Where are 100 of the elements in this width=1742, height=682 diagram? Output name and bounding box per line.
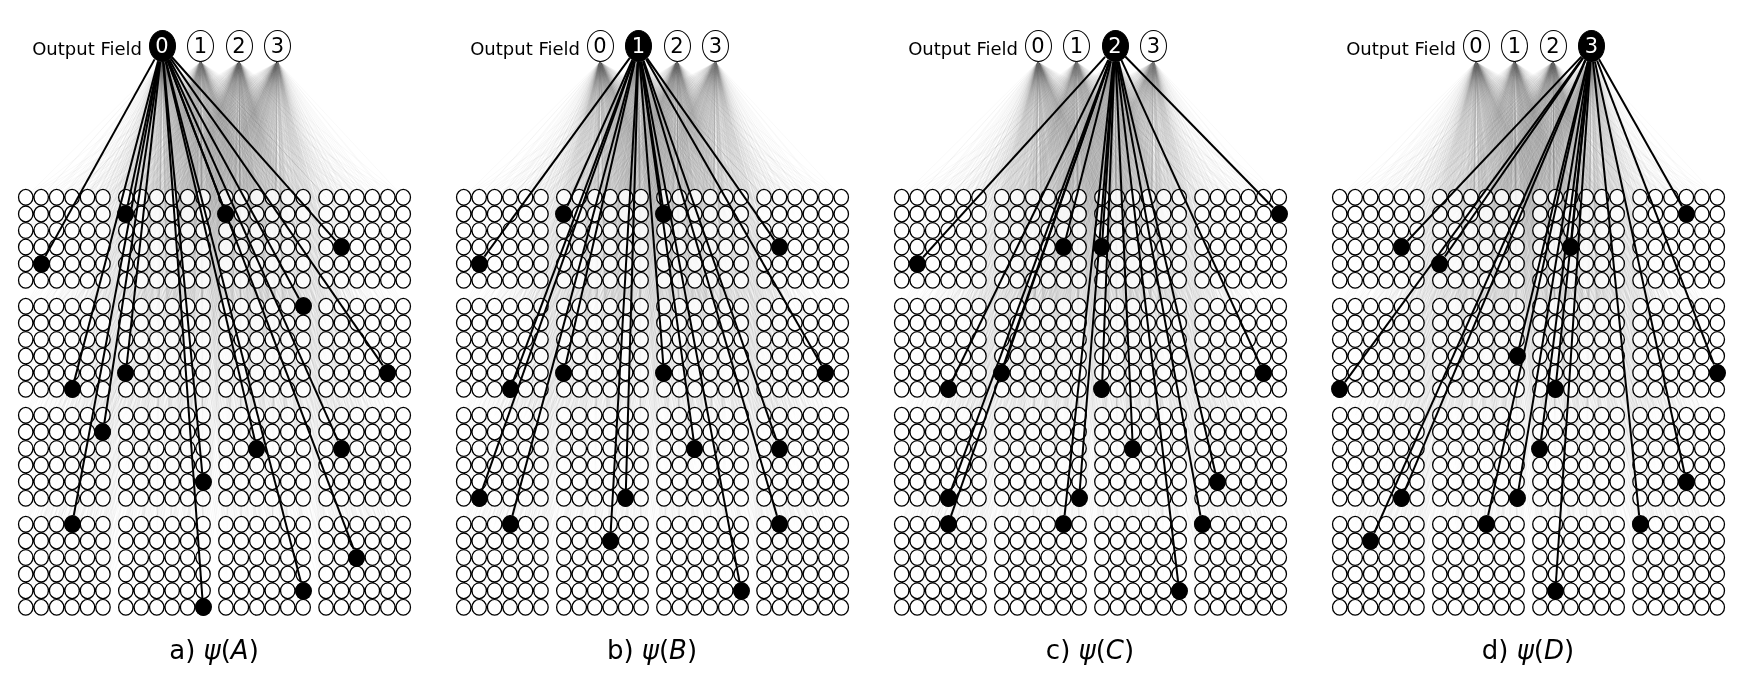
output-neuron: 1 (1501, 30, 1528, 62)
connection-line (640, 60, 741, 583)
connection-line (609, 60, 639, 533)
panel-caption: c) ψ(C) (1045, 635, 1135, 665)
connection-line (1078, 60, 1115, 491)
connection-line (638, 60, 665, 365)
active-neuron-dot (1393, 238, 1410, 257)
active-neuron-dot (601, 531, 619, 550)
connection-line (483, 57, 631, 258)
connection-line (125, 60, 162, 365)
connection-line (1596, 59, 1716, 366)
output-neuron: 3 (1578, 30, 1605, 62)
active-neuron-dot (732, 581, 750, 600)
connection-line (1443, 57, 1584, 258)
connection-line (170, 56, 337, 242)
active-neuron-dot (939, 380, 957, 399)
active-neuron-dot (1708, 363, 1726, 382)
connection-line (564, 60, 636, 365)
connection-line (646, 57, 776, 241)
connection-line (566, 59, 634, 207)
connection-line (1064, 60, 1113, 240)
output-neuron: 3 (264, 30, 291, 62)
connection-line (950, 58, 1110, 383)
connection-line (168, 58, 300, 300)
output-neuron: 1 (1063, 30, 1090, 62)
output-neuron: 0 (1462, 30, 1490, 62)
connection-line (167, 59, 339, 442)
active-neuron-dot (1393, 489, 1410, 508)
active-neuron-dot (1531, 439, 1549, 458)
active-neuron-dot (1631, 515, 1649, 534)
active-neuron-dot (1477, 515, 1495, 534)
output-neuron: 2 (1539, 30, 1567, 62)
active-neuron-dot (332, 238, 350, 257)
connection-line (166, 59, 355, 551)
output-neuron: 1 (187, 30, 214, 62)
active-neuron-dot (1124, 439, 1142, 458)
active-neuron-dot (63, 380, 81, 399)
connection-line (511, 60, 636, 517)
connection-line (624, 61, 640, 491)
connection-line (1518, 60, 1589, 349)
connection-line (642, 59, 778, 442)
field-label: Output Field (908, 37, 1018, 59)
active-neuron-dot (501, 515, 519, 534)
active-neuron-dot (655, 204, 673, 223)
active-neuron-dot (1677, 472, 1695, 491)
connection-line (162, 60, 204, 600)
connection-line (1593, 60, 1686, 474)
active-neuron-dot (1508, 347, 1526, 366)
connection-line (1406, 55, 1583, 242)
active-neuron-dot (1208, 472, 1226, 491)
active-neuron-dot (1093, 380, 1111, 399)
active-neuron-dot (217, 204, 235, 223)
active-neuron-dot (1070, 489, 1088, 508)
connection-line (481, 59, 635, 491)
connection-line (1343, 57, 1584, 384)
active-neuron-dot (1170, 581, 1188, 600)
connection-line (1124, 55, 1275, 209)
connection-line (164, 60, 302, 583)
connection-line (162, 60, 204, 474)
connection-line (1115, 60, 1180, 583)
active-neuron-dot (817, 363, 835, 382)
connection-line (1598, 58, 1683, 208)
active-neuron-dot (686, 439, 704, 458)
connection-line (1404, 59, 1587, 492)
active-neuron-dot (939, 515, 957, 534)
active-neuron-dot (555, 204, 573, 223)
connection-line (73, 60, 159, 382)
active-neuron-dot (770, 515, 788, 534)
field-label: Output Field (1346, 37, 1456, 59)
output-neuron: 2 (225, 30, 253, 62)
active-neuron-dot (770, 439, 788, 458)
panel-caption: a) ψ(A) (169, 635, 259, 665)
active-neuron-dot (1331, 380, 1349, 399)
output-neuron: 3 (702, 30, 729, 62)
active-neuron-dot (1431, 254, 1449, 273)
active-neuron-dot (555, 363, 573, 382)
connection-line (1117, 60, 1217, 474)
active-neuron-dot (1193, 515, 1211, 534)
active-neuron-dot (655, 363, 673, 382)
active-neuron-dot (993, 363, 1011, 382)
active-neuron-dot (939, 489, 957, 508)
active-neuron-dot (770, 238, 788, 257)
connection-line (1116, 60, 1202, 517)
connection-line (1592, 60, 1641, 517)
connection-line (1487, 60, 1590, 517)
active-neuron-dot (63, 515, 81, 534)
active-neuron-dot (1055, 238, 1073, 257)
active-neuron-dot (1362, 531, 1380, 550)
active-neuron-dot (117, 363, 135, 382)
active-neuron-dot (379, 363, 397, 382)
active-neuron-dot (501, 380, 519, 399)
field-label: Output Field (32, 37, 142, 59)
output-neuron: 2 (1101, 30, 1129, 62)
connection-line (922, 55, 1107, 259)
active-neuron-dot (1055, 515, 1073, 534)
panel-caption: b) ψ(B) (606, 635, 698, 665)
active-neuron-dot (617, 489, 635, 508)
connection-line (1373, 59, 1587, 534)
connection-line (1063, 60, 1115, 517)
connection-line (1114, 61, 1134, 441)
